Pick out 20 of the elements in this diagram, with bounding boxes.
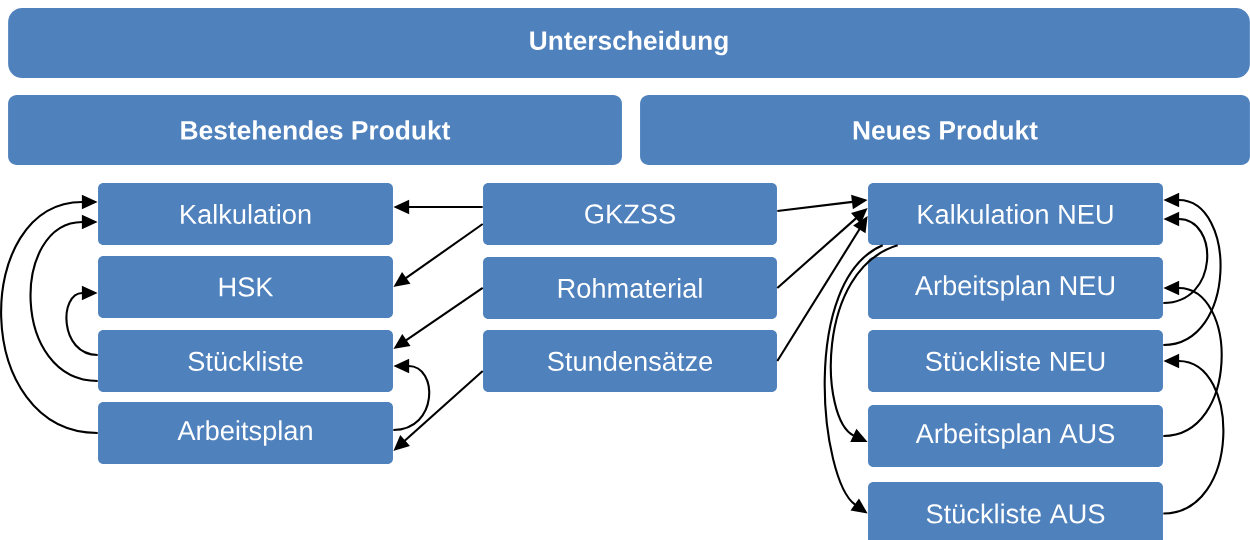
process-box: Kalkulation NEU — [868, 183, 1163, 245]
process-box: Stückliste AUS — [868, 482, 1163, 540]
process-box: Rohmaterial — [483, 257, 777, 319]
process-box: HSK — [98, 256, 393, 318]
process-box: Stückliste NEU — [868, 330, 1163, 392]
curved-arrow — [823, 244, 884, 514]
curved-arrow — [29, 214, 98, 383]
process-box: Kalkulation — [98, 183, 393, 245]
curved-arrow — [65, 285, 98, 357]
curved-arrow — [829, 244, 899, 442]
process-box: Arbeitsplan — [98, 402, 393, 464]
process-box: Arbeitsplan AUS — [868, 405, 1163, 467]
category-box: Neues Produkt — [640, 95, 1250, 165]
curved-arrow — [0, 194, 98, 435]
process-box: Arbeitsplan NEU — [868, 257, 1163, 319]
process-box: GKZSS — [483, 183, 777, 245]
process-box: Stundensätze — [483, 330, 777, 392]
process-box: Stückliste — [98, 330, 393, 392]
header-band: Unterscheidung — [8, 8, 1250, 78]
category-box: Bestehendes Produkt — [8, 95, 622, 165]
